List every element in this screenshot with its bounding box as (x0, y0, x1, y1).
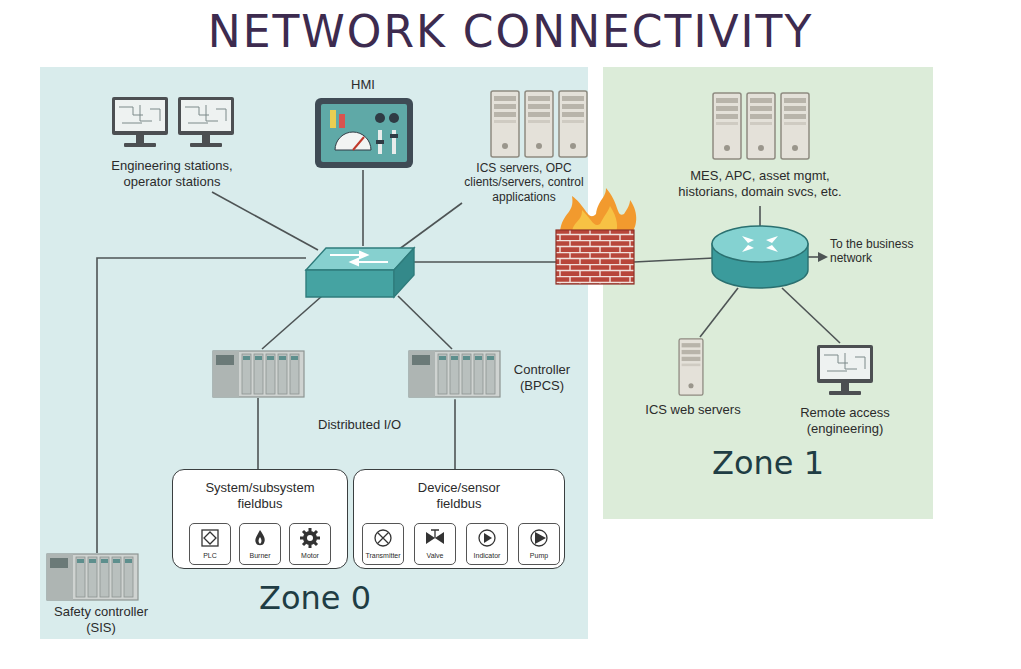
connector (455, 399, 456, 469)
web-server: ICS web servers (628, 336, 758, 418)
device-box: Pump (518, 523, 560, 565)
node-label: Burner (242, 552, 278, 560)
safety-controller: Safety controller (SIS) (42, 549, 160, 635)
server-group: MES, APC, asset mgmt, historians, domain… (668, 90, 852, 199)
node-label: Pump (521, 552, 557, 560)
device-box: Indicator (466, 523, 508, 565)
node-label: MES, APC, asset mgmt, historians, domain… (668, 168, 852, 199)
remote-workstation: Remote access (engineering) (788, 341, 902, 436)
node-label: Indicator (469, 552, 505, 560)
node-label: System/subsystem fieldbus (200, 480, 320, 511)
zone-panel: Zone 1 MES, APC, asset mgmt, historians, … (603, 67, 933, 519)
network-label: To the business network (830, 237, 930, 266)
controller: Controller (BPCS) (408, 348, 580, 399)
device-symbol (299, 527, 321, 549)
fieldbus-box: System/subsystem fieldbusPLC Burner Motor (172, 469, 348, 569)
device-symbol (476, 527, 498, 549)
device-box: Motor (289, 523, 331, 565)
station-group: Engineering stations, operator stations (102, 93, 242, 189)
connector-line (454, 399, 456, 469)
node-label: Safety controller (SIS) (42, 604, 160, 635)
zone-label: Zone 0 (230, 579, 400, 617)
node-label: Controller (BPCS) (504, 362, 580, 393)
node-label: ICS servers, OPC clients/servers, contro… (455, 161, 593, 204)
bus-label: Distributed I/O (318, 417, 428, 433)
server-group: ICS servers, OPC clients/servers, contro… (455, 89, 593, 204)
device-symbol (249, 527, 271, 549)
node-label: Transmitter (365, 552, 401, 560)
fieldbus-box: Device/sensor fieldbusTransmitter Valve In… (353, 469, 565, 569)
node-label: Device/sensor fieldbus (399, 480, 519, 511)
device-symbol (528, 527, 550, 549)
device-box: Transmitter (362, 523, 404, 565)
zone-label: Zone 1 (683, 444, 853, 482)
node-label: HMI (305, 77, 421, 93)
diagram-title: NETWORK CONNECTIVITY (0, 6, 1021, 57)
device-box: PLC (189, 523, 231, 565)
node-label: Remote access (engineering) (788, 405, 902, 436)
node-label: Valve (417, 552, 453, 560)
device-symbol (372, 527, 394, 549)
hmi-panel: HMI (305, 77, 421, 187)
node-label: PLC (192, 552, 228, 560)
node-label: ICS web servers (628, 402, 758, 418)
node-label: Motor (292, 552, 328, 560)
node-label: Engineering stations, operator stations (102, 158, 242, 189)
zone-panel: Zone 0 Engineering stations, operator sta… (40, 67, 588, 639)
device-symbol (424, 527, 446, 549)
device-box: Burner (239, 523, 281, 565)
device-symbol (199, 527, 221, 549)
device-box: Valve (414, 523, 456, 565)
